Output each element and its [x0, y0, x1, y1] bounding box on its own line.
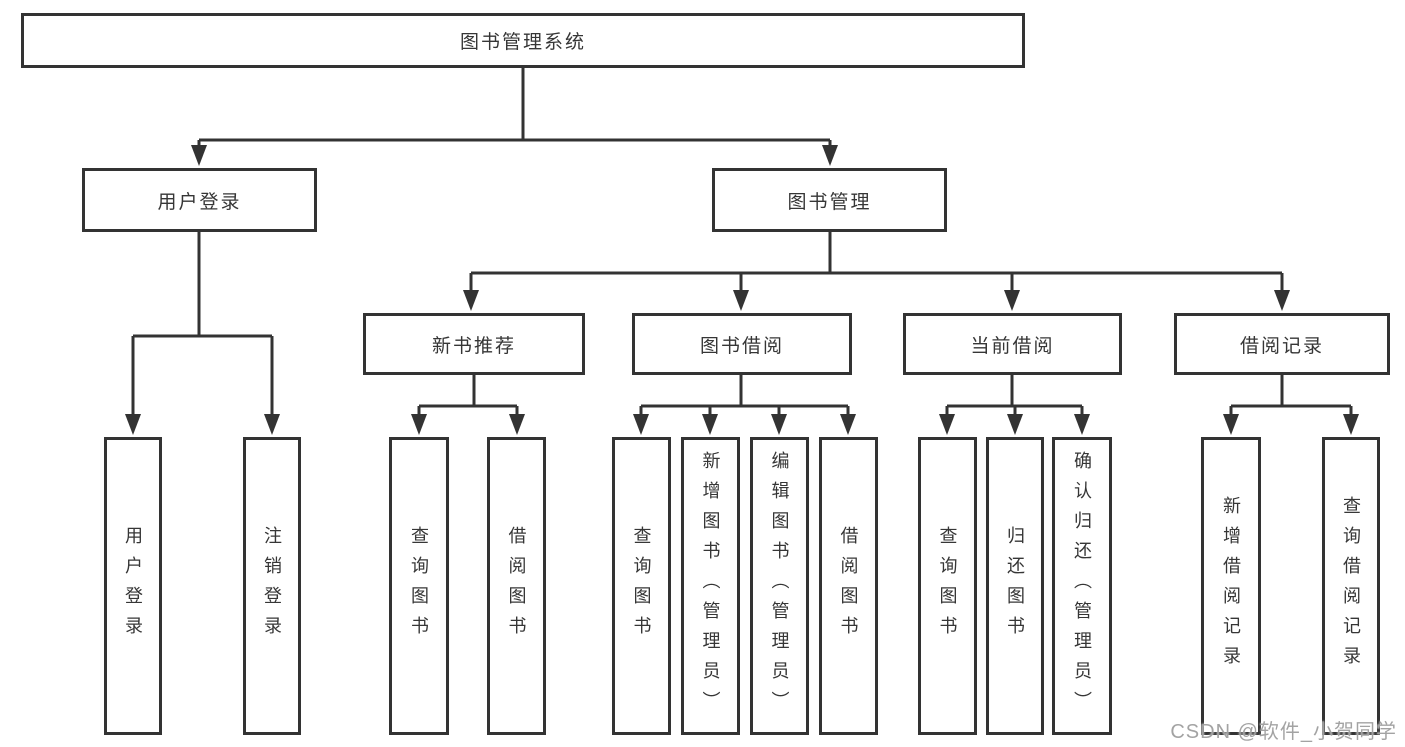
connector-user-login-to-leaves	[125, 232, 280, 435]
connector-borrowing-to-leaves	[633, 375, 856, 435]
connector-current-to-leaves	[939, 375, 1090, 435]
leaf-label: 确认归还（管理员）	[1072, 451, 1092, 721]
node-user-login: 用户登录	[82, 168, 317, 232]
node-borrowing-records: 借阅记录	[1174, 313, 1390, 375]
node-book-management: 图书管理	[712, 168, 947, 232]
leaf-label: 注销登录	[262, 526, 282, 646]
leaf-label: 新增图书（管理员）	[700, 451, 721, 721]
leaf-label: 查询图书	[631, 526, 652, 646]
leaf-label: 借阅图书	[838, 526, 859, 646]
node-root-system: 图书管理系统	[21, 13, 1025, 68]
leaf-add-borrow-record: 新增借阅记录	[1201, 437, 1261, 735]
leaf-query-books-current: 查询图书	[918, 437, 977, 735]
leaf-query-books-borrow: 查询图书	[612, 437, 671, 735]
leaf-borrow-books: 借阅图书	[819, 437, 878, 735]
node-current-borrowing: 当前借阅	[903, 313, 1122, 375]
leaf-label: 查询图书	[937, 526, 958, 646]
leaf-query-books-recommend: 查询图书	[389, 437, 449, 735]
leaf-confirm-return-admin: 确认归还（管理员）	[1052, 437, 1112, 735]
leaf-label: 新增借阅记录	[1221, 496, 1241, 676]
leaf-label: 编辑图书（管理员）	[769, 451, 790, 721]
connector-book-mgmt-to-level3	[463, 232, 1290, 311]
node-new-book-recommend: 新书推荐	[363, 313, 585, 375]
leaf-label: 借阅图书	[506, 526, 527, 646]
leaf-edit-books-admin: 编辑图书（管理员）	[750, 437, 809, 735]
leaf-logout: 注销登录	[243, 437, 301, 735]
leaf-label: 查询图书	[409, 526, 429, 646]
leaf-query-borrow-record: 查询借阅记录	[1322, 437, 1380, 735]
leaf-label: 用户登录	[123, 526, 143, 646]
leaf-label: 归还图书	[1005, 526, 1025, 646]
connector-records-to-leaves	[1223, 375, 1359, 435]
node-book-borrowing: 图书借阅	[632, 313, 852, 375]
leaf-return-books: 归还图书	[986, 437, 1044, 735]
connector-root-to-level2	[191, 68, 838, 166]
leaf-borrow-books-recommend: 借阅图书	[487, 437, 546, 735]
connector-new-books-to-leaves	[411, 375, 525, 435]
csdn-watermark: CSDN @软件_小贺同学	[1170, 721, 1397, 743]
leaf-label: 查询借阅记录	[1341, 496, 1361, 676]
leaf-user-login: 用户登录	[104, 437, 162, 735]
leaf-add-books-admin: 新增图书（管理员）	[681, 437, 740, 735]
